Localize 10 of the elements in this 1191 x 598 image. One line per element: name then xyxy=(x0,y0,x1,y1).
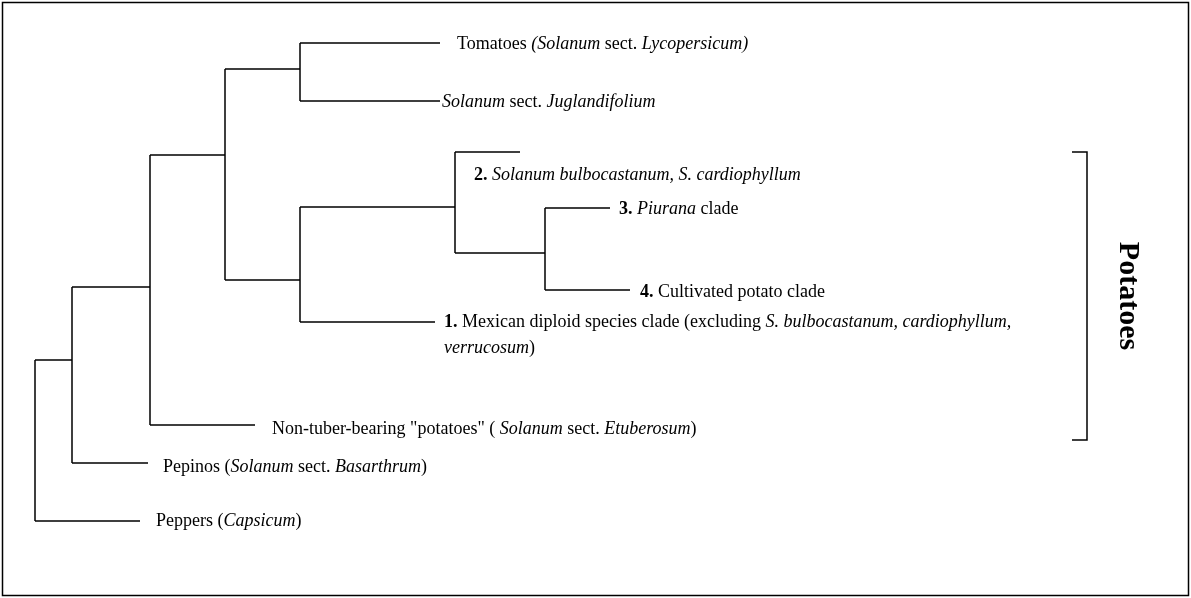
taxon-label: 2. Solanum bulbocastanum, S. cardiophyllum xyxy=(474,163,801,186)
taxon-label: Non-tuber-bearing "potatoes" ( Solanum sect. Etuberosum) xyxy=(272,417,697,440)
taxon-label: Tomatoes (Solanum sect. Lycopersicum) xyxy=(457,32,749,55)
group-label: Potatoes xyxy=(1113,241,1147,351)
taxon-label: Pepinos (Solanum sect. Basarthrum) xyxy=(163,455,427,478)
taxon-label: Peppers (Capsicum) xyxy=(156,509,302,532)
taxon-label: Solanum sect. Juglandifolium xyxy=(442,90,656,113)
taxon-label: 4. Cultivated potato clade xyxy=(640,280,825,303)
taxon-label: 3. Piurana clade xyxy=(619,197,739,220)
taxon-label: 1. Mexican diploid species clade (excluding S. bulbocastanum, cardiophyllum, verrucosum) xyxy=(444,310,1013,359)
